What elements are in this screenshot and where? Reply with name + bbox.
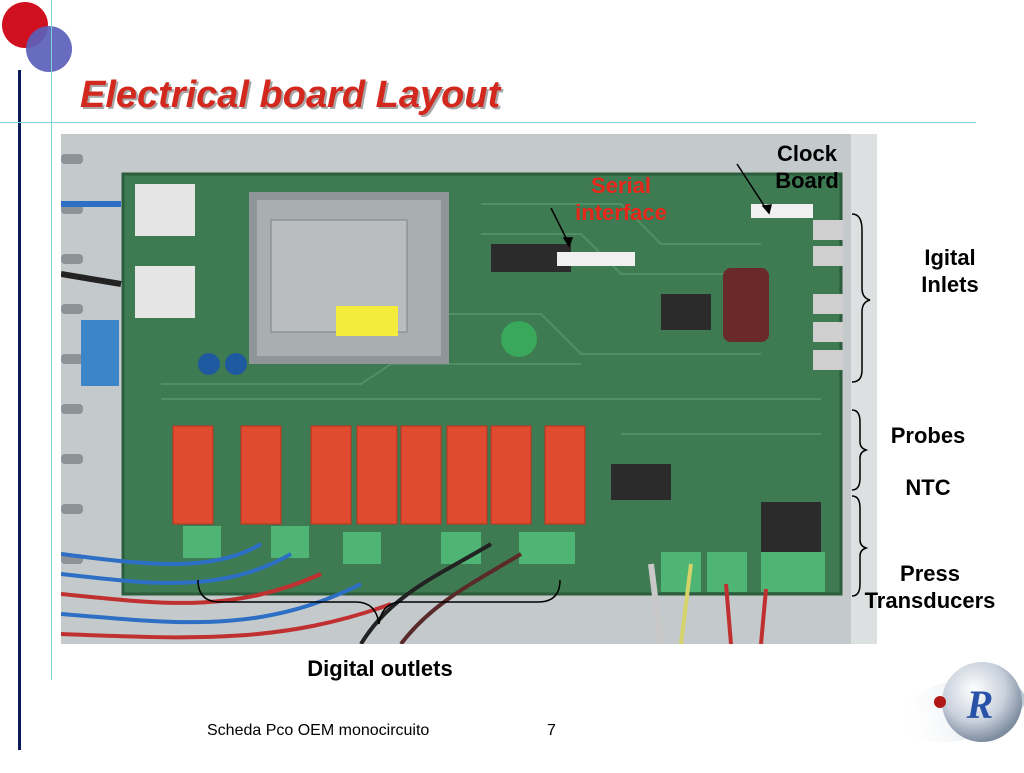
capacitor-large xyxy=(723,268,769,342)
relay xyxy=(356,425,398,525)
label-probes: Probes xyxy=(890,423,966,448)
connector-block xyxy=(135,266,195,318)
left-accent-bar xyxy=(18,70,21,750)
label-clock-board-line1: Clock xyxy=(777,141,837,166)
label-digital-inlets-line2: Inlets xyxy=(921,272,979,297)
relay xyxy=(240,425,282,525)
relay xyxy=(446,425,488,525)
relay xyxy=(490,425,532,525)
logo-letter: R xyxy=(966,682,994,727)
relay xyxy=(544,425,586,525)
logo-sphere xyxy=(942,662,1022,742)
capacitor xyxy=(225,353,247,375)
brace-digital-inlets xyxy=(851,213,871,383)
title-underline-rule xyxy=(0,122,976,123)
serial-connector xyxy=(557,252,635,266)
label-serial-interface-line2: interface xyxy=(575,200,667,225)
board-illustration xyxy=(61,134,877,644)
brace-probes xyxy=(851,409,869,491)
capacitor-green xyxy=(501,321,537,357)
relay xyxy=(400,425,442,525)
label-press-transducers-line2: Transducers xyxy=(864,588,996,613)
ic-chip xyxy=(611,464,671,500)
connector-block xyxy=(135,184,195,236)
label-press-transducers: Press Transducers xyxy=(850,560,1010,614)
footer-text: Scheda Pco OEM monocircuito xyxy=(207,722,430,739)
enclosure-slots xyxy=(61,154,83,564)
pointer-arrows xyxy=(550,163,772,248)
logo-red-dot xyxy=(934,696,946,708)
ic-chip xyxy=(661,294,711,330)
label-digital-outlets: Digital outlets xyxy=(307,656,453,681)
relays xyxy=(172,425,586,525)
label-serial-interface: Serial interface xyxy=(560,172,682,226)
pcb-traces xyxy=(161,203,821,435)
capacitor xyxy=(198,353,220,375)
clock-connector xyxy=(751,204,813,218)
label-ntc: NTC xyxy=(905,475,951,500)
bottom-brace xyxy=(197,579,561,625)
relay xyxy=(172,425,214,525)
wires xyxy=(61,201,768,644)
blue-capacitor xyxy=(81,320,119,386)
slide-title: Electrical board Layout xyxy=(80,74,501,116)
company-logo: R xyxy=(880,648,1024,768)
right-braces xyxy=(851,213,871,597)
relay xyxy=(310,425,352,525)
label-press-transducers-line1: Press xyxy=(900,561,960,586)
left-guide-line xyxy=(51,0,52,680)
brace-digital-outlets xyxy=(197,579,561,625)
label-clock-board-line2: Board xyxy=(775,168,839,193)
label-digital-inlets: Igital Inlets xyxy=(900,244,1000,298)
label-clock-board: Clock Board xyxy=(762,140,852,194)
terminal-blocks xyxy=(183,526,825,592)
board-photo xyxy=(61,134,877,644)
brace-press-transducers xyxy=(851,495,869,597)
logo-graphic: R xyxy=(895,662,1024,743)
label-digital-inlets-line1: Igital xyxy=(924,245,976,270)
label-serial-interface-line1: Serial xyxy=(591,173,651,198)
transformer-sticker xyxy=(336,306,398,336)
ic-chip xyxy=(761,502,821,558)
digital-inlet-connectors xyxy=(813,220,843,370)
decor-circle-blue xyxy=(26,26,72,72)
page-number: 7 xyxy=(547,722,556,739)
